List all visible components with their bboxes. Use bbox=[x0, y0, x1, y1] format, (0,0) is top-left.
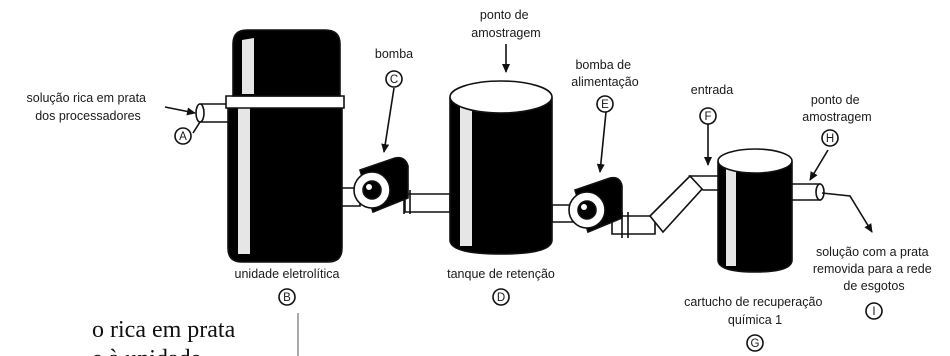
arrow-sampling-2 bbox=[809, 149, 829, 181]
arrow-pump-c bbox=[381, 87, 395, 153]
marker-f: F bbox=[699, 107, 717, 125]
svg-text:G: G bbox=[751, 338, 760, 350]
marker-c: C bbox=[385, 70, 403, 88]
clipped-caption-line-1: o rica em prata bbox=[92, 317, 236, 343]
electrolytic-unit bbox=[225, 29, 345, 263]
marker-i: I bbox=[865, 302, 883, 320]
arrow-silver-solution bbox=[164, 106, 196, 116]
inlet-pipe-mouth bbox=[195, 103, 205, 123]
unit-body bbox=[227, 96, 343, 263]
svg-text:F: F bbox=[704, 111, 711, 123]
svg-text:E: E bbox=[601, 99, 609, 111]
leader-a bbox=[192, 121, 201, 134]
marker-b: B bbox=[278, 288, 296, 306]
arrows bbox=[164, 44, 873, 233]
label-pump: bomba bbox=[375, 47, 413, 61]
label-outlet: solução com a prata removida para a rede… bbox=[813, 245, 935, 293]
unit-collar bbox=[225, 95, 345, 109]
label-holding-tank: tanque de retenção bbox=[447, 267, 555, 281]
clipped-caption-line-2: e à unidade bbox=[92, 346, 201, 356]
pump bbox=[353, 156, 409, 214]
arrow-outlet bbox=[821, 192, 873, 233]
feed-pump-hub bbox=[577, 200, 597, 220]
unit-lid bbox=[232, 29, 341, 97]
unit-lid-highlight bbox=[242, 38, 254, 94]
label-sampling-point-2: ponto de amostragem bbox=[802, 93, 871, 124]
clipped-caption: o rica em prata e à unidade bbox=[92, 313, 299, 356]
marker-a: A bbox=[174, 127, 192, 145]
svg-text:D: D bbox=[497, 292, 505, 304]
labels: solução rica em prata dos processadores … bbox=[27, 8, 935, 327]
marker-e: E bbox=[596, 95, 614, 113]
recovery-cartridge bbox=[717, 148, 793, 273]
markers: A B C D E F G H bbox=[174, 70, 883, 352]
cartridge-highlight bbox=[726, 168, 736, 266]
label-cartridge: cartucho de recuperação química 1 bbox=[684, 295, 826, 327]
feed-pump bbox=[568, 176, 623, 234]
cartridge-body bbox=[717, 161, 793, 273]
label-inlet: entrada bbox=[691, 83, 733, 97]
pipe-elbow-riser bbox=[648, 174, 705, 234]
tank-highlight bbox=[460, 104, 472, 246]
label-feed-pump: bomba de alimentação bbox=[571, 58, 638, 89]
marker-d: D bbox=[492, 288, 510, 306]
svg-text:C: C bbox=[390, 74, 398, 86]
label-electrolytic-unit: unidade eletrolítica bbox=[235, 267, 340, 281]
cartridge-top bbox=[717, 148, 793, 174]
svg-text:H: H bbox=[826, 133, 834, 145]
unit-body-highlight bbox=[238, 104, 250, 254]
pipe-pump-to-tank bbox=[404, 193, 451, 213]
outlet-pipe-mouth bbox=[815, 183, 825, 201]
marker-g: G bbox=[746, 334, 764, 352]
svg-text:I: I bbox=[872, 306, 875, 318]
holding-tank bbox=[449, 80, 553, 255]
svg-text:A: A bbox=[179, 131, 187, 143]
svg-text:B: B bbox=[283, 292, 291, 304]
tank-top bbox=[449, 80, 553, 114]
pump-hub bbox=[362, 180, 382, 200]
label-sampling-point-1: ponto de amostragem bbox=[471, 8, 540, 40]
marker-h: H bbox=[821, 129, 839, 147]
label-silver-solution: solução rica em prata dos processadores bbox=[27, 91, 150, 123]
tank-body bbox=[449, 97, 553, 255]
arrow-feed-pump bbox=[596, 111, 607, 173]
